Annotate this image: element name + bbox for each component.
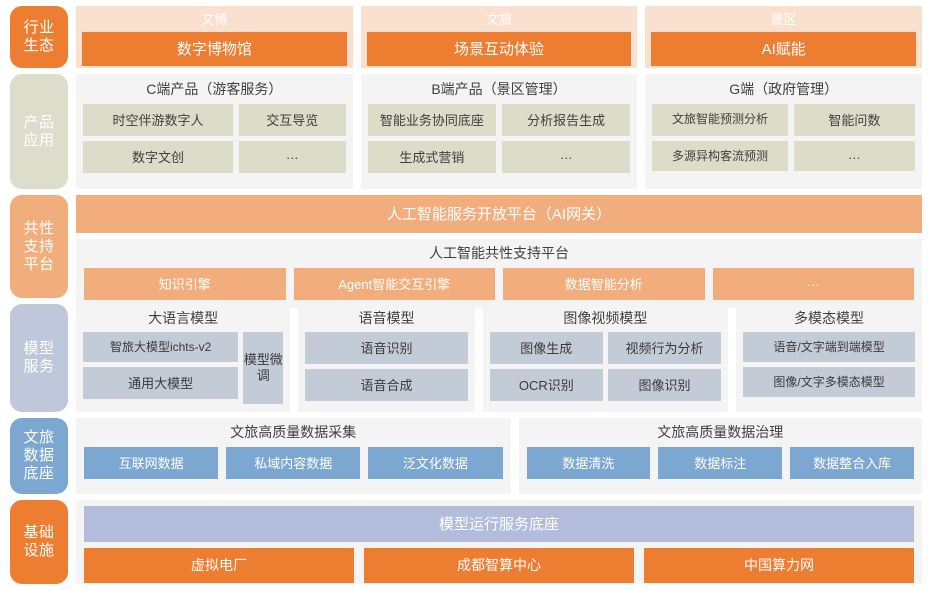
- product-card-title: C端产品（游客服务）: [146, 81, 283, 97]
- data-item-pan-culture[interactable]: 泛文化数据: [368, 446, 503, 479]
- product-item[interactable]: 交互导览: [238, 104, 346, 136]
- band-label-industry-ecosystem: 行业 生态: [10, 6, 68, 68]
- product-card-b-end: B端产品（景区管理） 智能业务协同底座 分析报告生成 生成式营销 …: [360, 74, 638, 190]
- layer-common-support-platform: 共性 支持 平台 人工智能服务开放平台（AI网关） 人工智能共性支持平台 知识引…: [10, 195, 922, 309]
- data-card-title: 文旅高质量数据治理: [657, 423, 784, 440]
- product-item[interactable]: 多源异构客流预测: [652, 141, 788, 171]
- model-cards: 大语言模型 智旅大模型ichts-v2 通用大模型 模型微调 语音模型 语音识别…: [76, 304, 922, 412]
- industry-card-title: 文博: [201, 12, 228, 27]
- data-item-private-content[interactable]: 私域内容数据: [226, 446, 361, 479]
- product-item-more[interactable]: …: [793, 141, 916, 171]
- product-card-g-end: G端（政府管理） 文旅智能预测分析 智能问数 多源异构客流预测 …: [645, 74, 923, 190]
- product-item[interactable]: 智能业务协同底座: [367, 104, 497, 136]
- infra-item-virtual-power-plant[interactable]: 虚拟电厂: [84, 548, 354, 583]
- data-card-title: 文旅高质量数据采集: [230, 423, 357, 440]
- product-item[interactable]: 数字文创: [83, 141, 233, 173]
- industry-card-title: 文旅: [486, 12, 513, 27]
- band-line-3: 底座: [23, 464, 55, 482]
- industry-card-jingqu[interactable]: 景区 AI赋能: [645, 6, 923, 68]
- industry-card-main[interactable]: 数字博物馆: [82, 32, 347, 66]
- product-item[interactable]: 文旅智能预测分析: [652, 104, 788, 136]
- band-line-1: 文旅: [23, 429, 55, 447]
- model-item-zhilv[interactable]: 智旅大模型ichts-v2: [83, 332, 239, 363]
- model-card-title: 图像视频模型: [563, 310, 648, 327]
- data-item-internet[interactable]: 互联网数据: [84, 446, 219, 479]
- infra-item-chengdu-compute-center[interactable]: 成都智算中心: [364, 548, 634, 583]
- engine-more[interactable]: …: [712, 268, 914, 301]
- layer-model-services: 模型 服务 大语言模型 智旅大模型ichts-v2 通用大模型 模型微调 语音模…: [10, 304, 922, 412]
- data-item-cleaning[interactable]: 数据清洗: [526, 446, 651, 479]
- support-content: 人工智能服务开放平台（AI网关） 人工智能共性支持平台 知识引擎 Agent智能…: [76, 195, 922, 309]
- model-runtime-service-base[interactable]: 模型运行服务底座: [84, 506, 914, 542]
- model-item-general[interactable]: 通用大模型: [83, 367, 239, 400]
- band-line-2: 服务: [23, 358, 55, 376]
- band-line-2: 应用: [23, 131, 55, 149]
- model-card-image-video: 图像视频模型 图像生成 OCR识别 视频行为分析 图像识别: [482, 304, 729, 412]
- model-card-voice: 语音模型 语音识别 语音合成: [298, 304, 475, 412]
- layer-product-application: 产品 应用 C端产品（游客服务） 时空伴游数字人 交互导览 数字文创 …: [10, 74, 923, 190]
- data-card-collection: 文旅高质量数据采集 互联网数据 私域内容数据 泛文化数据: [76, 417, 511, 494]
- product-card-title: G端（政府管理）: [729, 81, 839, 97]
- industry-card-wenbo[interactable]: 文博 数字博物馆: [76, 6, 353, 68]
- data-item-integration[interactable]: 数据整合入库: [790, 446, 914, 479]
- model-item-image-generation[interactable]: 图像生成: [489, 332, 603, 365]
- model-card-title: 多模态模型: [794, 310, 865, 327]
- platform-title: 人工智能共性支持平台: [429, 245, 569, 262]
- band-line-1: 产品: [23, 113, 55, 131]
- layer-data-foundation: 文旅 数据 底座 文旅高质量数据采集 互联网数据 私域内容数据 泛文化数据 文旅…: [10, 417, 922, 494]
- ai-gateway-bar[interactable]: 人工智能服务开放平台（AI网关）: [76, 195, 922, 234]
- model-item-image-text-multimodal[interactable]: 图像/文字多模态模型: [743, 367, 915, 398]
- model-item-asr[interactable]: 语音识别: [305, 332, 468, 365]
- industry-card-main[interactable]: AI赋能: [651, 32, 917, 66]
- band-label-common-support-platform: 共性 支持 平台: [10, 195, 68, 299]
- model-item-finetune[interactable]: 模型微调: [243, 332, 284, 404]
- data-item-labeling[interactable]: 数据标注: [658, 446, 783, 479]
- model-card-llm: 大语言模型 智旅大模型ichts-v2 通用大模型 模型微调: [76, 304, 291, 412]
- engine-data-analysis[interactable]: 数据智能分析: [503, 268, 705, 301]
- common-support-platform-card: 人工智能共性支持平台 知识引擎 Agent智能交互引擎 数据智能分析 …: [76, 239, 922, 309]
- product-cards: C端产品（游客服务） 时空伴游数字人 交互导览 数字文创 … B端产品（景区管理…: [76, 74, 923, 190]
- layer-industry-ecosystem: 行业 生态 文博 数字博物馆 文旅 场景互动体验 景区 AI赋能: [10, 6, 923, 68]
- band-label-model-services: 模型 服务: [10, 304, 68, 412]
- band-label-infrastructure: 基础 设施: [10, 500, 68, 584]
- infra-item-china-compute-network[interactable]: 中国算力网: [644, 548, 914, 583]
- band-line-1: 行业: [23, 19, 55, 37]
- model-item-video-behavior[interactable]: 视频行为分析: [607, 332, 722, 365]
- engine-agent-interaction[interactable]: Agent智能交互引擎: [293, 268, 495, 301]
- industry-card-wenlv[interactable]: 文旅 场景互动体验: [360, 6, 638, 68]
- model-item-speech-text-e2e[interactable]: 语音/文字端到端模型: [743, 332, 915, 363]
- model-card-multimodal: 多模态模型 语音/文字端到端模型 图像/文字多模态模型: [736, 304, 922, 412]
- band-line-2: 支持: [23, 237, 55, 255]
- industry-card-title: 景区: [770, 12, 797, 27]
- infrastructure-card: 模型运行服务底座 虚拟电厂 成都智算中心 中国算力网: [76, 500, 922, 584]
- product-card-title: B端产品（景区管理）: [431, 81, 567, 97]
- model-item-tts[interactable]: 语音合成: [305, 369, 468, 402]
- band-line-3: 平台: [23, 255, 55, 273]
- industry-card-main[interactable]: 场景互动体验: [366, 32, 632, 66]
- band-line-1: 基础: [23, 524, 55, 542]
- model-card-title: 大语言模型: [148, 310, 219, 327]
- product-item[interactable]: 时空伴游数字人: [83, 104, 233, 136]
- model-card-title: 语音模型: [358, 310, 415, 327]
- band-line-2: 设施: [23, 542, 55, 559]
- engine-knowledge[interactable]: 知识引擎: [84, 268, 286, 301]
- band-line-2: 生态: [23, 37, 55, 54]
- data-card-governance: 文旅高质量数据治理 数据清洗 数据标注 数据整合入库: [518, 417, 922, 494]
- band-line-2: 数据: [23, 447, 55, 465]
- band-line-1: 共性: [23, 220, 55, 238]
- data-cards: 文旅高质量数据采集 互联网数据 私域内容数据 泛文化数据 文旅高质量数据治理 数…: [76, 417, 922, 494]
- product-item[interactable]: 生成式营销: [367, 141, 497, 173]
- product-item[interactable]: 智能问数: [793, 104, 916, 136]
- model-item-image-recognition[interactable]: 图像识别: [607, 369, 722, 402]
- layer-infrastructure: 基础 设施 模型运行服务底座 虚拟电厂 成都智算中心 中国算力网: [10, 500, 922, 584]
- band-line-1: 模型: [23, 340, 55, 358]
- product-card-c-end: C端产品（游客服务） 时空伴游数字人 交互导览 数字文创 …: [76, 74, 353, 190]
- industry-cards: 文博 数字博物馆 文旅 场景互动体验 景区 AI赋能: [76, 6, 923, 68]
- product-item-more[interactable]: …: [238, 141, 346, 173]
- model-item-ocr[interactable]: OCR识别: [489, 369, 603, 402]
- product-item-more[interactable]: …: [502, 141, 631, 173]
- product-item[interactable]: 分析报告生成: [502, 104, 631, 136]
- band-label-product-application: 产品 应用: [10, 74, 68, 190]
- band-label-data-foundation: 文旅 数据 底座: [10, 417, 68, 494]
